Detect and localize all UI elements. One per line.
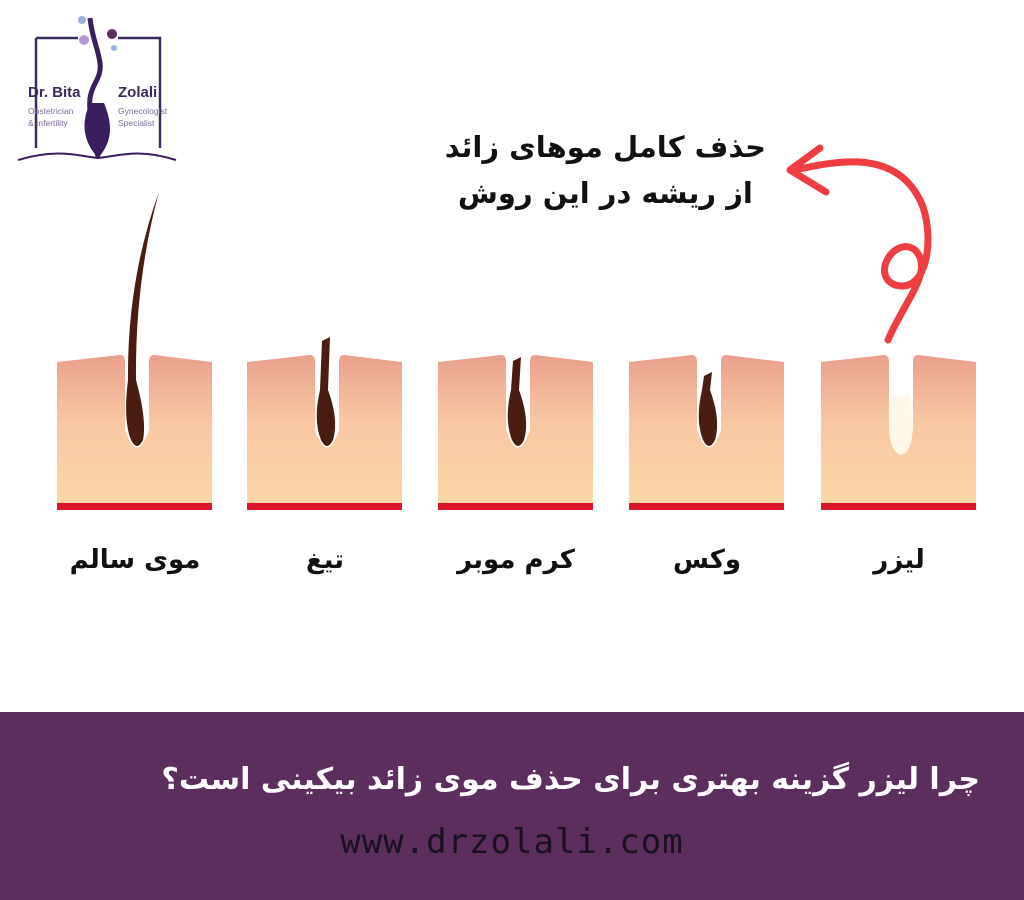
panel-label-5: لیزر: [873, 545, 925, 575]
footer-title: چرا لیزر گزینه بهتری برای حذف موی زائد ب…: [161, 762, 980, 797]
skin-section: [247, 355, 402, 505]
clinic-logo: Dr. Bita Zolali Obstetrician & Infertili…: [17, 8, 178, 168]
skin-section: [57, 355, 212, 505]
headline-line-1: حذف کامل موهای زائد: [444, 130, 766, 164]
website-link[interactable]: www.drzolali.com: [340, 822, 684, 862]
base-line: [629, 503, 784, 510]
hair-strand: [316, 337, 336, 446]
hair-strand: [507, 357, 527, 446]
footer-banner: چرا لیزر گزینه بهتری برای حذف موی زائد ب…: [0, 712, 1024, 900]
logo-sub-left-2: & Infertility: [28, 118, 68, 128]
logo-sub-right-2: Specialist: [118, 118, 155, 128]
skin-section: [438, 355, 593, 505]
skin-panel-1: [57, 192, 212, 510]
skin-section: [629, 355, 784, 505]
hair-removal-diagram: [57, 144, 976, 510]
skin-panel-3: [438, 355, 593, 510]
skin-panel-2: [247, 337, 402, 510]
logo-name-left: Dr. Bita: [28, 84, 81, 101]
panel-label-3: کرم موبر: [457, 545, 575, 575]
base-line: [247, 503, 402, 510]
panel-label-4: وکس: [672, 545, 742, 575]
skin-panel-4: [629, 355, 784, 510]
logo-sub-left-1: Obstetrician: [28, 106, 74, 116]
logo-tree-icon: [17, 16, 177, 161]
skin-section: [821, 355, 976, 505]
logo-sub-right-1: Gynecologist: [118, 106, 168, 116]
headline: حذف کامل موهای زائد از ریشه در این روش: [445, 124, 766, 216]
headline-line-2: از ریشه در این روش: [457, 176, 753, 210]
base-line: [438, 503, 593, 510]
panel-label-1: موی سالم: [69, 545, 201, 575]
panel-label-2: تیغ: [305, 545, 345, 575]
arrow-head-icon: [786, 144, 830, 196]
skin-panel-5: [821, 355, 976, 510]
hair-strand: [126, 192, 159, 446]
base-line: [57, 503, 212, 510]
hair-strand: [698, 372, 718, 446]
empty-follicle: [889, 395, 913, 455]
logo-name-right: Zolali: [118, 84, 158, 101]
base-line: [821, 503, 976, 510]
curved-arrow-icon: [791, 158, 932, 344]
